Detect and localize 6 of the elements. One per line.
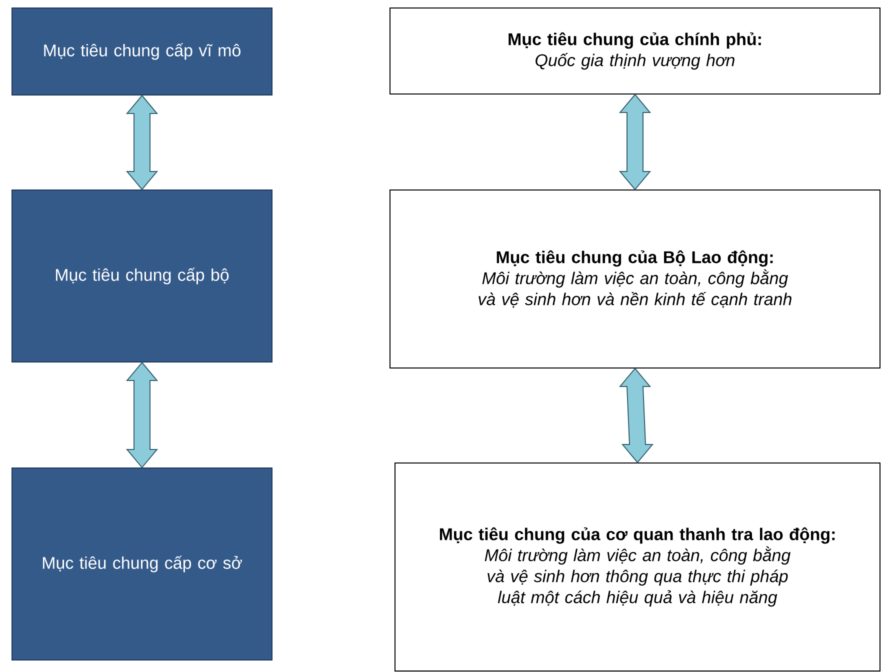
goal-box: Mục tiêu chung cấp bộ [12,190,272,362]
goal-box: Mục tiêu chung cấp vĩ mô [12,8,272,96]
goal-box: Mục tiêu chung của Bộ Lao động: Môi trường làm việc an toàn, công bằng và vệ sinh hơn và nền kinh tế cạnh tranh [390,190,880,368]
goal-box: Mục tiêu chung cấp cơ sở [12,468,272,660]
goal-box: Mục tiêu chung của chính phủ: Quốc gia thịnh vượng hơn [390,8,880,94]
goal-box: Mục tiêu chung của cơ quan thanh tra lao động: Môi trường làm việc an toàn, công bằng và vệ sinh hơn thông qua thực thi pháp luật một cách hiệu quả và hiệu năng [394,462,880,672]
